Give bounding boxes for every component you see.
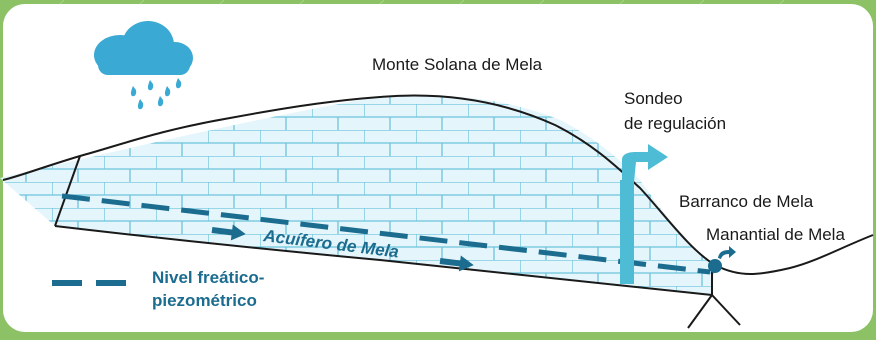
well-outflow-arrow (622, 144, 668, 182)
fault-east-branch (687, 294, 713, 329)
legend: Nivel freático- piezométrico (52, 268, 264, 310)
legend-line-2: piezométrico (152, 291, 257, 310)
rain-drops-icon (130, 78, 182, 110)
aquifer-boundary-west (54, 155, 81, 227)
flow-arrow (211, 224, 246, 241)
label-monte: Monte Solana de Mela (372, 55, 543, 74)
legend-line-1: Nivel freático- (152, 268, 264, 287)
flow-arrows (211, 224, 474, 272)
border-pattern (59, 0, 785, 5)
label-sondeo-1: Sondeo (624, 89, 683, 108)
rain-cloud-icon (94, 21, 193, 75)
label-manantial: Manantial de Mela (706, 225, 845, 244)
spring-point (708, 259, 722, 273)
spring-outflow-arrow (718, 246, 736, 259)
well-casing (620, 180, 634, 284)
terrain-surface (2, 94, 874, 275)
aquifer-base (54, 225, 713, 296)
label-barranco: Barranco de Mela (679, 192, 814, 211)
label-sondeo-2: de regulación (624, 114, 726, 133)
flow-arrow (439, 255, 474, 272)
water-level-line (61, 193, 711, 275)
